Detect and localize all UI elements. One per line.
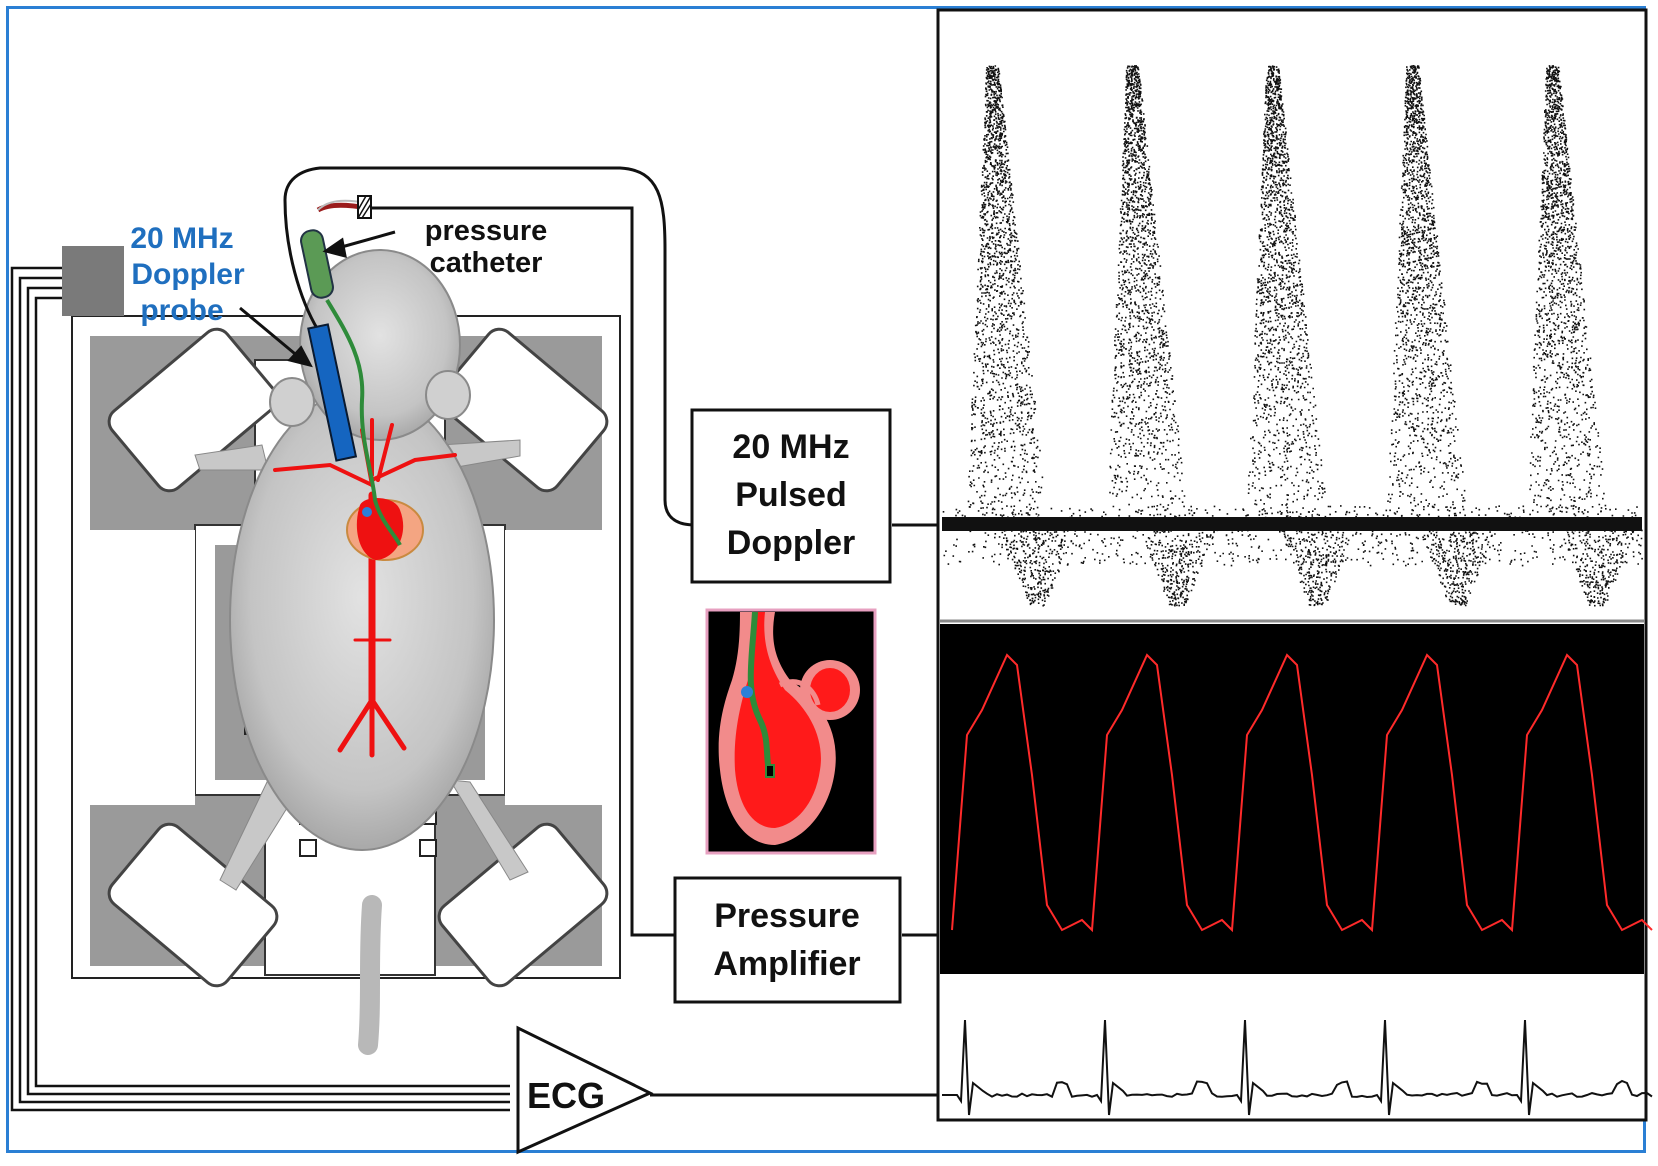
ecg-label: ECG bbox=[527, 1075, 605, 1116]
ecg-trace bbox=[942, 1019, 1653, 1116]
heart-icon bbox=[346, 498, 424, 561]
pressure-trace-bg bbox=[940, 624, 1644, 974]
catheter-label-line1: pressure bbox=[425, 215, 548, 247]
probe-label-line3: probe bbox=[140, 294, 223, 327]
signal-panel bbox=[936, 8, 1653, 1122]
doppler-box-line1: 20 MHz bbox=[732, 428, 849, 466]
probe-label-line1: 20 MHz bbox=[130, 222, 233, 255]
mouse-illustration bbox=[194, 249, 529, 1055]
pressure-amplifier-box: Pressure Amplifier bbox=[673, 876, 902, 1004]
label-arrows bbox=[239, 230, 396, 368]
doppler-spectrogram bbox=[942, 65, 1643, 607]
catheter-label-line2: catheter bbox=[430, 247, 543, 279]
pressure-box-line1: Pressure bbox=[714, 897, 860, 935]
doppler-device-box: 20 MHz Pulsed Doppler bbox=[690, 408, 892, 584]
doppler-box-line2: Pulsed bbox=[735, 476, 846, 514]
doppler-probe-icon bbox=[307, 323, 358, 462]
heart-inset-icon bbox=[705, 608, 877, 855]
connection-wires bbox=[10, 166, 938, 1112]
pressure-catheter-icon bbox=[300, 195, 402, 546]
doppler-baseline bbox=[942, 517, 1642, 531]
ecg-electrode-icon bbox=[62, 246, 124, 316]
doppler-box-line3: Doppler bbox=[727, 524, 855, 562]
pressure-box-line2: Amplifier bbox=[713, 945, 860, 983]
pressure-trace bbox=[951, 653, 1653, 933]
ecg-amplifier-triangle-icon: ECG bbox=[516, 1025, 654, 1155]
probe-label-line2: Doppler bbox=[131, 258, 245, 291]
